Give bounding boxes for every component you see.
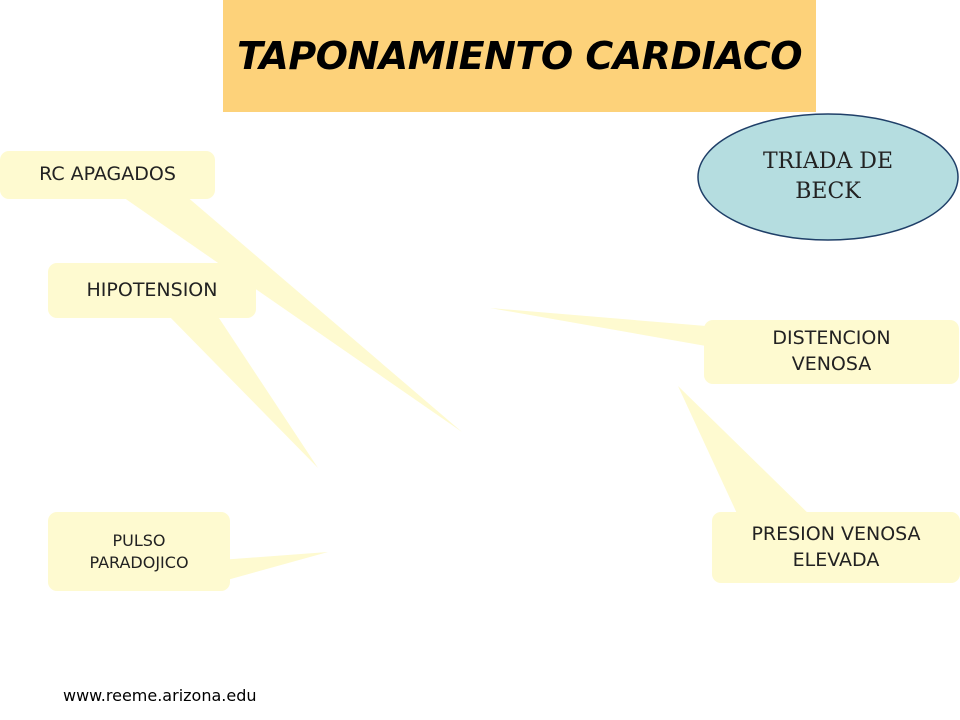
footer-source-url: www.reeme.arizona.edu: [63, 686, 257, 705]
distencion-label-line2: VENOSA: [791, 353, 872, 375]
pointer-distencion: [490, 308, 706, 346]
distencion-venosa-box: DISTENCION VENOSA: [704, 320, 959, 384]
presion-label-line1: PRESION VENOSA: [751, 522, 921, 545]
triad-line1: TRIADA DE: [762, 149, 894, 174]
triada-beck-ellipse: TRIADA DE BECK: [697, 113, 959, 241]
pulso-label-line1: PULSO: [112, 530, 166, 550]
ellipse-shape: [697, 113, 959, 241]
distencion-label-line1: DISTENCION: [772, 327, 891, 350]
pointer-hipotension: [165, 312, 318, 468]
triad-line2: BECK: [795, 178, 861, 204]
presion-venosa-box: PRESION VENOSA ELEVADA: [712, 512, 960, 583]
pointer-presion: [678, 386, 815, 520]
pointer-rc: [120, 195, 462, 432]
page-title: TAPONAMIENTO CARDIACO: [236, 34, 803, 78]
hipotension-box: HIPOTENSION: [48, 263, 256, 318]
hipotension-label: HIPOTENSION: [86, 278, 218, 301]
pulso-paradojico-box: PULSO PARADOJICO: [48, 512, 230, 591]
pulso-label-line2: PARADOJICO: [89, 552, 189, 572]
pointer-pulso: [220, 552, 328, 582]
presion-label-line2: ELEVADA: [792, 548, 880, 571]
title-banner: TAPONAMIENTO CARDIACO: [223, 0, 816, 112]
rc-apagados-box: RC APAGADOS: [0, 151, 215, 199]
rc-apagados-label: RC APAGADOS: [39, 163, 176, 186]
